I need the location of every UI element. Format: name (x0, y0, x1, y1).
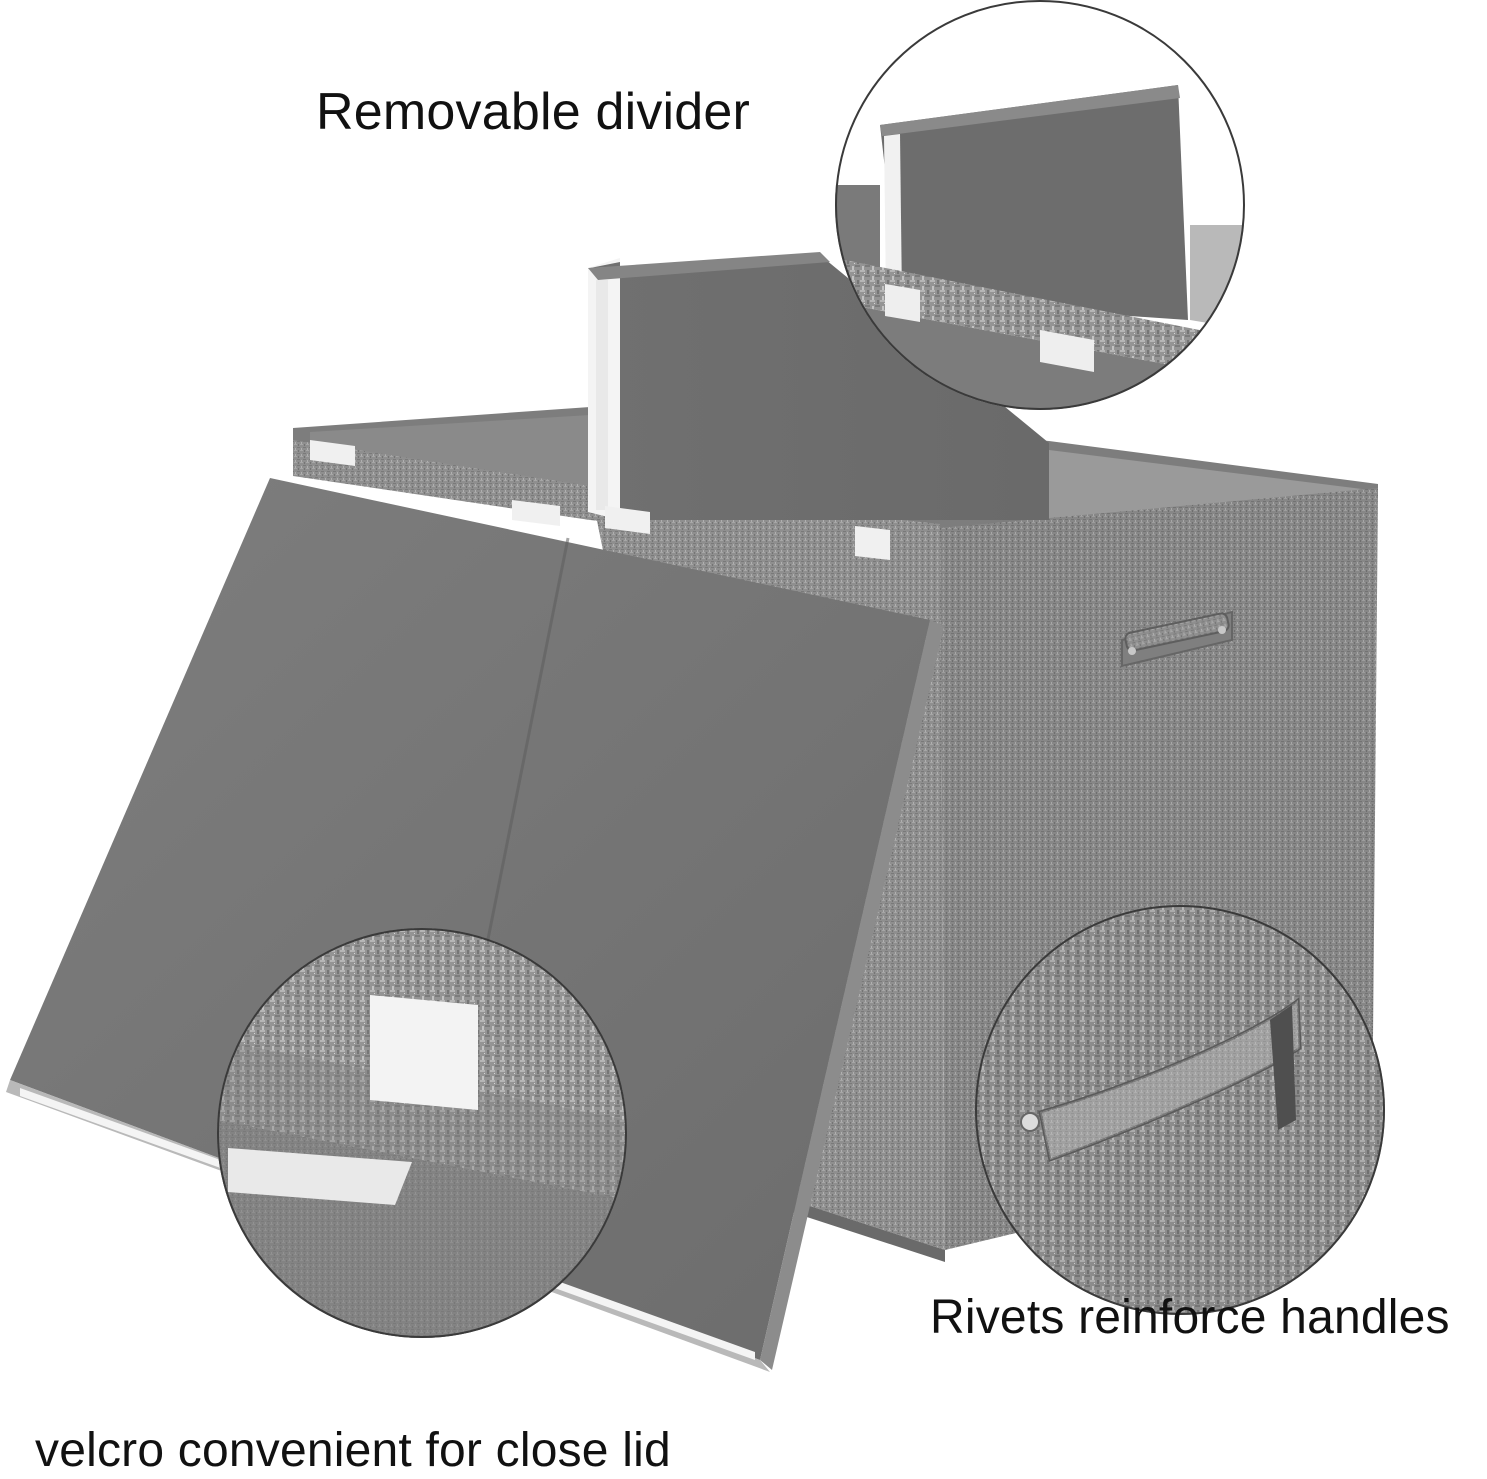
velcro-tabs (310, 440, 890, 560)
caption-velcro-lid: velcro convenient for close lid (35, 1424, 671, 1477)
detail-divider-zoom (835, 0, 1245, 410)
velcro-patch-upper (370, 995, 478, 1110)
rivet-icon (1020, 1112, 1040, 1132)
velcro-patch-lower (228, 1148, 412, 1205)
side-handle (1121, 610, 1233, 668)
caption-rivets-handles: Rivets reinforce handles (930, 1291, 1450, 1344)
detail-velcro-zoom (217, 928, 627, 1338)
removable-divider (588, 252, 1049, 520)
detail-handle-zoom (975, 905, 1385, 1315)
caption-removable-divider: Removable divider (316, 83, 751, 141)
